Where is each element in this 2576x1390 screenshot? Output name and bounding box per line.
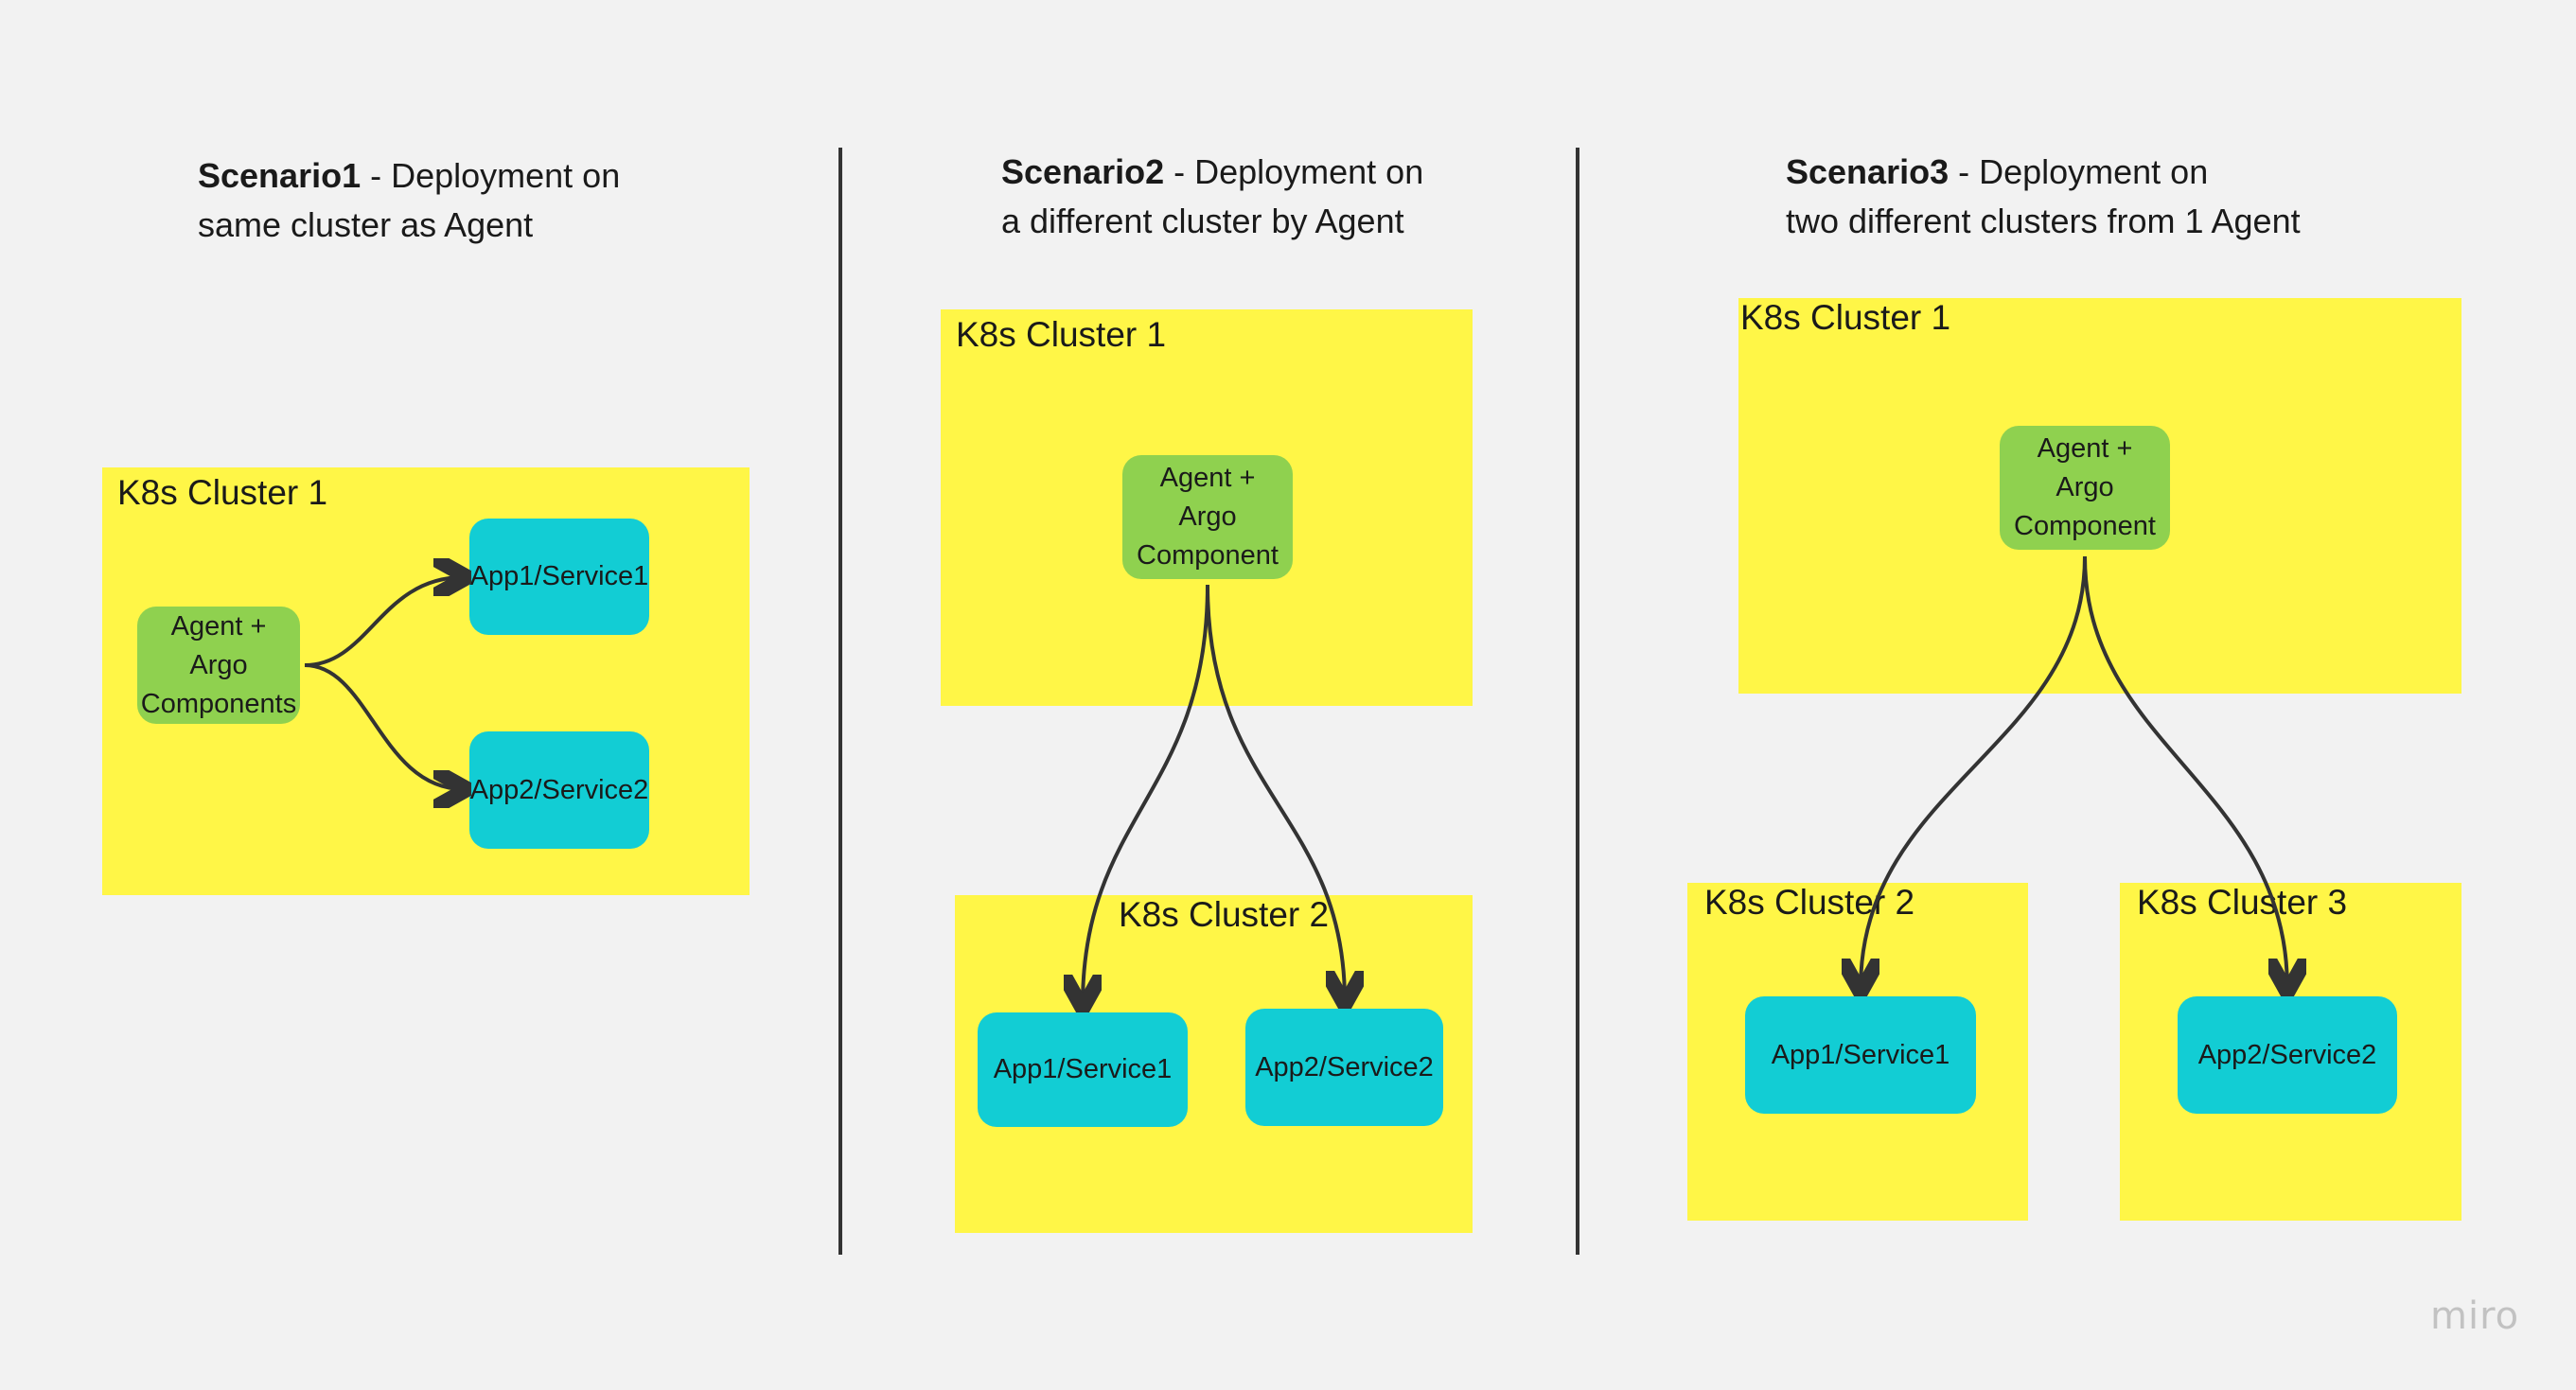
cluster-label: K8s Cluster 2 xyxy=(1119,895,1330,934)
agent-label-line2: Argo xyxy=(1178,501,1237,532)
cluster-label: K8s Cluster 3 xyxy=(2137,883,2348,922)
app-label: App1/Service1 xyxy=(993,1054,1173,1084)
scenario1-heading: Scenario1 - Deployment on same cluster a… xyxy=(198,151,620,250)
agent-label-line2: Components xyxy=(140,688,297,719)
agent-label-line3: Component xyxy=(1137,540,1279,571)
cluster-label: K8s Cluster 1 xyxy=(1740,298,1951,337)
cluster-label: K8s Cluster 1 xyxy=(117,473,328,512)
miro-watermark: miro xyxy=(2430,1294,2520,1338)
app-label: App2/Service2 xyxy=(1255,1051,1434,1082)
scenario1-title-bold: Scenario1 xyxy=(198,156,362,195)
app-label: App2/Service2 xyxy=(2197,1039,2377,1070)
app-label: App1/Service1 xyxy=(469,561,649,591)
agent-label-line2: Argo xyxy=(2056,472,2114,502)
scenario3-title-rest: - Deployment on xyxy=(1949,152,2209,191)
agent-label-line1: Agent + Argo xyxy=(170,610,267,680)
app-label: App1/Service1 xyxy=(1771,1039,1950,1070)
scenario3-app1-node[interactable]: App1/Service1 xyxy=(1745,996,1976,1114)
scenario3-heading: Scenario3 - Deployment on two different … xyxy=(1786,148,2301,246)
scenario-divider-1 xyxy=(838,148,842,1255)
agent-label-line1: Agent + xyxy=(1159,463,1256,493)
scenario1-title-line2: same cluster as Agent xyxy=(198,205,534,244)
scenario3-title-bold: Scenario3 xyxy=(1786,152,1950,191)
scenario2-app2-node[interactable]: App2/Service2 xyxy=(1245,1009,1443,1126)
scenario2-app1-node[interactable]: App1/Service1 xyxy=(978,1012,1188,1127)
scenario1-app1-node[interactable]: App1/Service1 xyxy=(469,519,649,635)
scenario3-app2-node[interactable]: App2/Service2 xyxy=(2178,996,2397,1114)
app-label: App2/Service2 xyxy=(469,774,649,805)
scenario2-heading: Scenario2 - Deployment on a different cl… xyxy=(1001,148,1423,246)
agent-label-line1: Agent + xyxy=(2037,433,2133,464)
scenario-divider-2 xyxy=(1576,148,1579,1255)
scenario1-app2-node[interactable]: App2/Service2 xyxy=(469,731,649,849)
cluster-label: K8s Cluster 1 xyxy=(956,315,1167,354)
agent-label-line3: Component xyxy=(2014,511,2156,541)
cluster-label: K8s Cluster 2 xyxy=(1704,883,1915,922)
scenario3-title-line2: two different clusters from 1 Agent xyxy=(1786,202,2301,240)
scenario2-title-bold: Scenario2 xyxy=(1001,152,1165,191)
scenario2-title-line2: a different cluster by Agent xyxy=(1001,202,1404,240)
scenario2-title-rest: - Deployment on xyxy=(1164,152,1424,191)
scenario1-title-rest: - Deployment on xyxy=(361,156,621,195)
